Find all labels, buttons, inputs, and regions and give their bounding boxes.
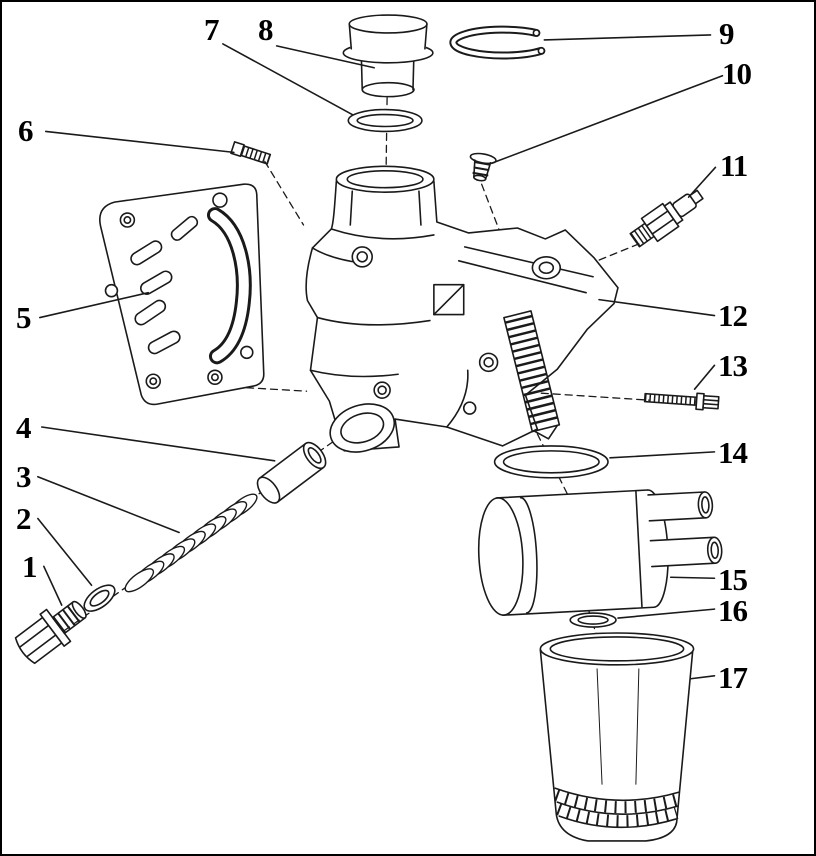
part-13-bolt: [643, 392, 720, 411]
part-5-gasket: [99, 183, 265, 406]
part-10-plug: [469, 152, 497, 182]
callout-12: 12: [718, 298, 748, 333]
part-17-oil-filter: [539, 632, 695, 842]
part-8-cap: [342, 14, 434, 98]
callout-13: 13: [718, 348, 748, 383]
part-12-housing: [305, 165, 619, 453]
callout-7: 7: [204, 12, 219, 47]
part-9-retaining-clip: [449, 25, 546, 60]
callout-5: 5: [16, 300, 31, 335]
part-15-oil-cooler: [477, 489, 723, 616]
threaded-stem: [503, 310, 561, 440]
part-7-oring: [347, 108, 423, 133]
part-1-drain-plug: [14, 600, 87, 665]
part-16-seal: [569, 612, 617, 628]
callout-8: 8: [258, 12, 273, 47]
callout-leader-lines: [37, 34, 724, 680]
callout-16: 16: [718, 593, 748, 628]
callout-4: 4: [16, 410, 31, 445]
callout-11: 11: [720, 148, 748, 183]
callout-9: 9: [719, 16, 734, 51]
callout-1: 1: [22, 549, 37, 584]
callout-6: 6: [18, 113, 33, 148]
callout-3: 3: [16, 459, 31, 494]
part-3-spring: [124, 493, 258, 593]
part-2-washer: [83, 584, 116, 612]
callout-17: 17: [718, 660, 748, 695]
callout-15: 15: [718, 562, 748, 597]
callout-14: 14: [718, 435, 748, 470]
part-11-pressure-switch: [629, 189, 704, 248]
callout-10: 10: [722, 56, 752, 91]
part-4-sleeve: [256, 441, 327, 504]
callout-2: 2: [16, 501, 31, 536]
part-14-oring: [493, 445, 609, 479]
